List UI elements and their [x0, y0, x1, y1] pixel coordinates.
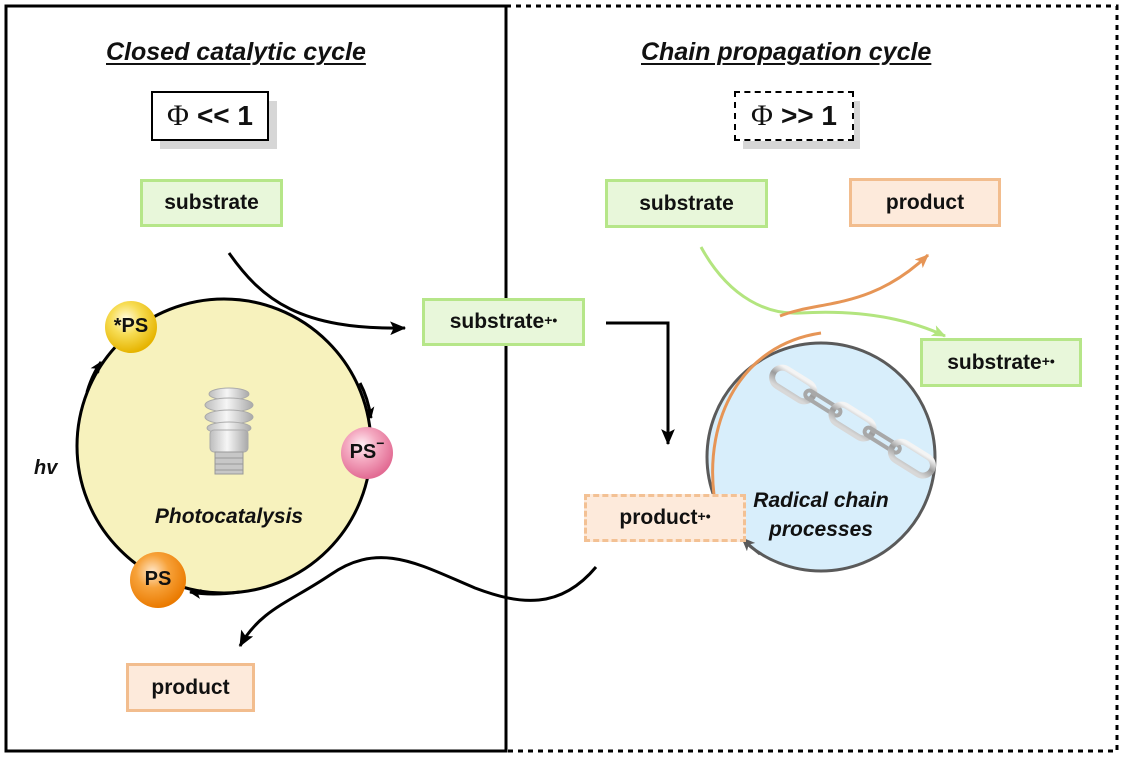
left-panel-title: Closed catalytic cycle — [106, 38, 366, 66]
species-label: substrate — [449, 310, 545, 333]
right-substrate-box: substrate — [605, 179, 768, 228]
right-quantum-yield-box: Φ >> 1 — [734, 91, 854, 141]
light-bulb-icon — [204, 387, 254, 475]
reduced-ps-text: PS — [349, 441, 377, 463]
chain-substrate-arrow — [699, 246, 947, 338]
quantum-yield-relation: << 1 — [196, 100, 253, 131]
negative-charge: − — [376, 435, 385, 452]
photocatalysis-label: Photocatalysis — [154, 505, 304, 528]
ground-ps-ball — [130, 552, 186, 608]
chain-substrate-radical-cation-box: substrate+• — [920, 338, 1082, 387]
radical-chain-label-line2: processes — [769, 518, 873, 541]
left-quantum-yield-box: Φ << 1 — [151, 91, 269, 141]
chain-orange-arc — [711, 331, 822, 496]
right-panel-title: Chain propagation cycle — [641, 38, 932, 66]
radical-reaction-arrow — [606, 321, 675, 446]
species-label: product — [619, 506, 698, 529]
reduced-ps-label: PS− — [341, 436, 393, 464]
product-radical-cation-box: product+• — [584, 494, 746, 542]
left-product-box: product — [126, 663, 255, 712]
right-panel-border — [506, 4, 1119, 753]
left-panel-border — [4, 4, 508, 753]
radical-chain-cycle — [705, 341, 937, 573]
phi-symbol: Φ — [751, 99, 773, 132]
radical-chain-label-line1: Radical chain — [753, 489, 889, 512]
chain-icon — [769, 364, 936, 479]
left-substrate-box: substrate — [140, 179, 283, 227]
phi-symbol: Φ — [167, 99, 189, 132]
quantum-yield-relation: >> 1 — [780, 100, 837, 131]
substrate-oxidation-arrow — [227, 252, 407, 336]
reduced-ps-ball — [341, 427, 393, 479]
right-product-box: product — [849, 178, 1001, 227]
back-electron-transfer-arrow — [238, 556, 598, 647]
reduction-arrow — [358, 382, 375, 419]
excited-ps-ball — [105, 301, 157, 353]
ground-ps-label: PS — [144, 568, 172, 590]
hv-label: hv — [34, 457, 58, 479]
hv-excitation-arrow — [85, 361, 103, 393]
substrate-radical-cation-box: substrate+• — [422, 298, 585, 346]
chain-product-arrow — [779, 253, 930, 318]
species-label: substrate — [947, 350, 1042, 374]
excited-ps-label: *PS — [113, 315, 149, 337]
regeneration-arrow — [189, 589, 241, 599]
